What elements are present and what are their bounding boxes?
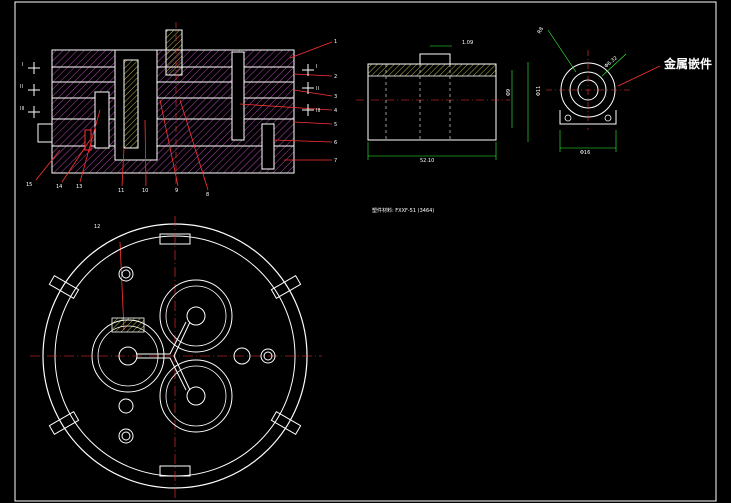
part-number-3: 3 bbox=[334, 94, 337, 100]
insert-side-view: 1.09 52.10 Φ9 Φ11 bbox=[356, 40, 542, 164]
insert-dim-length: 52.10 bbox=[420, 158, 434, 164]
part-number-9: 9 bbox=[175, 188, 178, 194]
mold-plate-3 bbox=[51, 81, 295, 99]
mold-plate-4 bbox=[51, 97, 295, 120]
section-mark-right-1: I bbox=[316, 64, 317, 70]
insert-end-view: R8 Φ6.32 Φ16 金属嵌件 bbox=[537, 26, 712, 156]
section-mark-right-2: II bbox=[316, 86, 319, 92]
mold-side-block bbox=[37, 123, 53, 143]
part-number-14: 14 bbox=[56, 184, 62, 190]
part-number-4: 4 bbox=[334, 108, 337, 114]
guide-pin-right bbox=[231, 51, 245, 141]
part-number-13: 13 bbox=[76, 184, 82, 190]
leader-lines bbox=[35, 41, 333, 331]
cavity-bottom-right bbox=[159, 359, 233, 433]
insert-dim-top: 1.09 bbox=[462, 40, 473, 46]
runners bbox=[136, 321, 191, 391]
mold-section-view: I II III I II III 1 2 3 4 5 6 7 15 14 13… bbox=[20, 22, 337, 331]
metal-insert-label: 金属嵌件 bbox=[663, 56, 712, 71]
cavity-top-right bbox=[159, 279, 233, 353]
section-mark-left-2: II bbox=[20, 84, 23, 90]
guide-bush-right bbox=[261, 123, 275, 170]
plan-lugs bbox=[48, 233, 302, 477]
part-number-7: 7 bbox=[334, 158, 337, 164]
section-marks-left bbox=[28, 62, 40, 118]
section-mark-right-3: III bbox=[316, 108, 320, 114]
part-number-10: 10 bbox=[142, 188, 148, 194]
end-view-dim-r: R8 bbox=[537, 26, 546, 35]
material-note: 塑件材料: FXXF-51 (3464) bbox=[372, 207, 434, 214]
section-mark-left-1: I bbox=[22, 62, 23, 68]
mold-plate-6 bbox=[51, 145, 295, 174]
cavity-core bbox=[123, 59, 139, 149]
insert-dim-lines bbox=[367, 45, 529, 160]
part-number-1: 1 bbox=[334, 39, 337, 45]
end-view-dim-lines bbox=[547, 29, 627, 152]
section-marks-right bbox=[302, 64, 314, 116]
insert-dim-height-1: Φ9 bbox=[506, 89, 512, 96]
insert-dim-height-2: Φ11 bbox=[536, 86, 542, 96]
plan-holes bbox=[118, 266, 276, 444]
end-view-dim-width: Φ16 bbox=[580, 150, 590, 156]
ejector-pin bbox=[84, 129, 92, 151]
guide-pin-left bbox=[94, 91, 110, 149]
part-number-6: 6 bbox=[334, 140, 337, 146]
part-number-15: 15 bbox=[26, 182, 32, 188]
part-number-2: 2 bbox=[334, 74, 337, 80]
part-number-5: 5 bbox=[334, 122, 337, 128]
part-number-8: 8 bbox=[206, 192, 209, 198]
insert-knurl-band bbox=[367, 63, 497, 77]
part-number-11: 11 bbox=[118, 188, 124, 194]
sprue-bushing bbox=[165, 29, 183, 76]
mold-plan-view: 12 bbox=[30, 216, 322, 500]
section-mark-left-3: III bbox=[20, 106, 24, 112]
insert-lug bbox=[419, 53, 451, 65]
drawing-border bbox=[14, 1, 717, 502]
part-number-12: 12 bbox=[94, 224, 100, 230]
